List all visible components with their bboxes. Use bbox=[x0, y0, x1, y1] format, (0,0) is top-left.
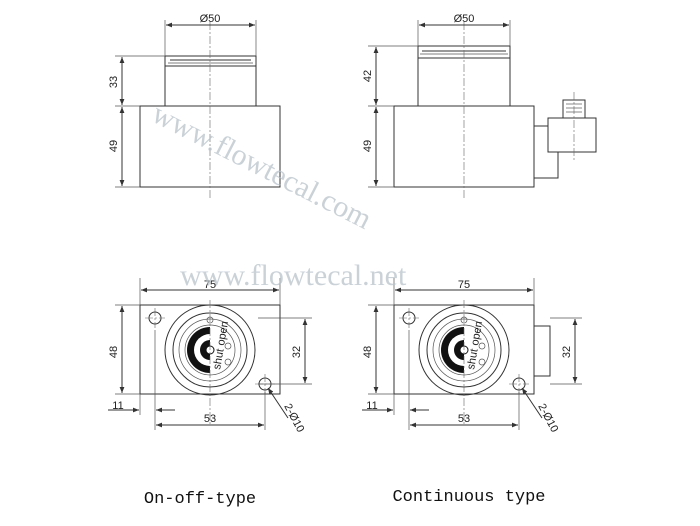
dim-body-height: 49 bbox=[362, 140, 374, 152]
caption-continuous: Continuous type bbox=[392, 488, 545, 507]
caption-on-off: On-off-type bbox=[144, 490, 256, 509]
dim-bolt-spacing: 32 bbox=[561, 346, 573, 358]
dim-cap-height: 33 bbox=[108, 76, 120, 88]
dim-base-width: 75 bbox=[458, 279, 470, 291]
dim-base-height: 48 bbox=[362, 346, 374, 358]
on-off-front-view: Ø50 33 49 bbox=[108, 13, 281, 200]
cable-connector bbox=[533, 92, 597, 179]
cap-outline bbox=[164, 55, 257, 107]
connector-stub bbox=[533, 325, 551, 377]
dial-shut-label: shut bbox=[211, 348, 226, 371]
dim-hole-offset: 11 bbox=[112, 400, 123, 412]
dial-open-label: open bbox=[469, 320, 485, 346]
dim-hole-pitch: 53 bbox=[204, 413, 216, 425]
dim-top-diameter: Ø50 bbox=[200, 13, 221, 25]
dial-open-label: open bbox=[215, 320, 231, 346]
body-outline bbox=[393, 105, 535, 188]
dim-hole-pitch: 53 bbox=[458, 413, 470, 425]
dim-base-width: 75 bbox=[204, 279, 216, 291]
dim-base-height: 48 bbox=[108, 346, 120, 358]
dim-top-diameter: Ø50 bbox=[454, 13, 475, 25]
on-off-top-view: shut open 75 48 32 11 53 bbox=[108, 278, 312, 434]
dim-cap-height: 42 bbox=[362, 70, 374, 82]
dim-holes: 2-Ø10 bbox=[281, 402, 306, 435]
dim-bolt-spacing: 32 bbox=[291, 346, 303, 358]
continuous-front-view: Ø50 42 49 bbox=[362, 13, 597, 200]
dim-body-height: 49 bbox=[108, 140, 120, 152]
dim-holes: 2-Ø10 bbox=[535, 402, 560, 435]
watermark: www.flowtecal.net bbox=[180, 259, 407, 292]
dial-shut-label: shut bbox=[465, 348, 480, 371]
continuous-top-view: shut open 75 48 32 11 53 2- bbox=[362, 278, 582, 434]
dim-hole-offset: 11 bbox=[366, 400, 377, 412]
